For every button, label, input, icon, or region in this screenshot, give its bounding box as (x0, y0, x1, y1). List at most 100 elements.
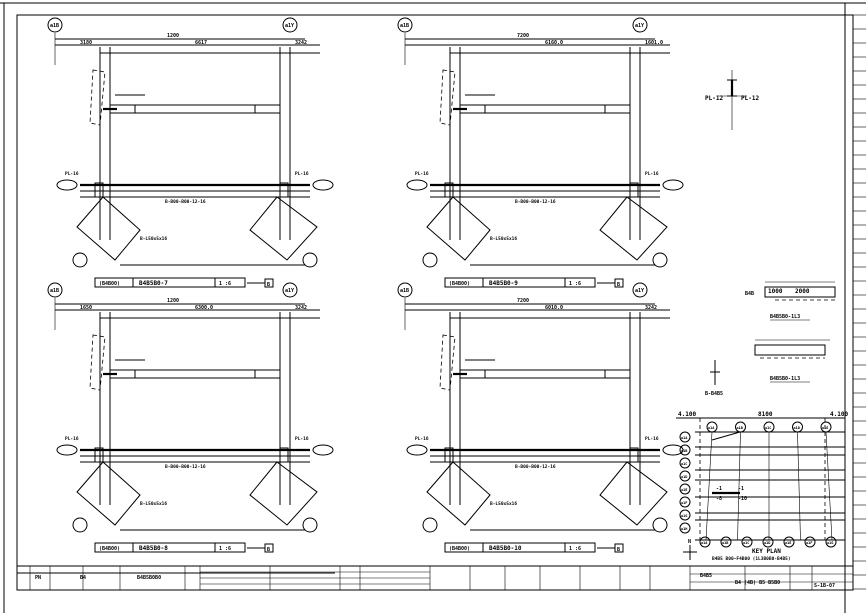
axis-label: a1E (681, 488, 687, 492)
axis-bubble (825, 536, 837, 548)
axis-label: a1F (681, 501, 687, 505)
plate-label: PL-16 (645, 171, 659, 177)
key-plan-mark: -1 (716, 486, 722, 492)
dimension-text: 3242 (295, 305, 307, 311)
north-arrow: N (683, 539, 697, 560)
axis-bubble (422, 252, 438, 268)
plate-label: PL-16 (295, 171, 309, 177)
axis-label: a1E (785, 541, 791, 545)
ref-label: B (267, 282, 270, 288)
splice-plate (444, 182, 454, 198)
dimension-text: 6160.0 (545, 40, 563, 46)
axis-bubble (679, 457, 691, 469)
axis-bubble (302, 517, 318, 533)
brace-note: B-L50x5x16 (140, 236, 167, 242)
brace-outline (89, 334, 106, 391)
axis-label: a1B (722, 541, 728, 545)
section-mark (662, 444, 684, 456)
ref-label: B (617, 547, 620, 553)
plate-label: PL-16 (415, 171, 429, 177)
panel-title-box (94, 542, 246, 553)
beam-note: B-B00-B00-12-16 (515, 199, 556, 205)
splice-plate (279, 447, 289, 463)
axis-bubble (282, 17, 298, 33)
axis-label: a1C (765, 426, 771, 430)
key-plan-note: B4B5 B00~F4B00 (1L3B0B0-B4B5) (712, 556, 791, 562)
axis-label: a1B (737, 426, 743, 430)
axis-label: a1G (681, 514, 687, 518)
axis-label: a1B (50, 288, 59, 294)
key-plan-mark: -1 (738, 486, 744, 492)
panel-tag: (B4B00) (99, 546, 120, 552)
dimension-text: 1200 (167, 298, 179, 304)
dimension-text: 3180 (80, 40, 92, 46)
key-plan-title: KEY PLAN (752, 548, 781, 555)
axis-bubble (422, 517, 438, 533)
axis-bubble (679, 470, 691, 482)
project-name: B4B5 (700, 573, 712, 579)
key-plan: 4.100 8100 4.100 KEY PLAN B4B5 B00~F4B00… (676, 411, 848, 562)
brace-gusset (426, 196, 491, 261)
key-plan-dim: 4.100 (830, 411, 848, 418)
splice-plate (629, 182, 639, 198)
dim-label: 1000 (768, 288, 783, 295)
i-beam-detail: PL-12 PL-12 (705, 70, 759, 130)
key-plan-dim: 8100 (758, 411, 773, 418)
axis-bubble (804, 536, 816, 548)
axis-label: a1Y (635, 288, 644, 294)
ref-box (264, 543, 274, 553)
section-mark (312, 444, 334, 456)
plate-label: PL-12 (705, 95, 723, 102)
axis-label: a1A (701, 541, 708, 545)
brace-gusset (249, 196, 318, 261)
ref-box (614, 278, 624, 288)
axis-bubble (783, 536, 795, 548)
brace-gusset (249, 461, 318, 526)
axis-label: a1B (400, 23, 409, 29)
panel-code: B4B5B0-8 (139, 545, 168, 552)
brace-gusset (599, 196, 668, 261)
grid-line (737, 431, 741, 541)
beam-note: B-B00-B00-12-16 (515, 464, 556, 470)
section-mark (662, 179, 684, 191)
brace-gusset (426, 461, 491, 526)
dimension-text: 3242 (295, 40, 307, 46)
axis-label: a1D (681, 475, 687, 479)
section-mark (406, 444, 428, 456)
axis-bubble (72, 252, 88, 268)
axis-bubble (679, 431, 691, 443)
axis-label: a1G (827, 541, 833, 545)
axis-bubble (720, 536, 732, 548)
axis-bubble (47, 17, 63, 33)
splice-plate (94, 447, 104, 463)
detail-mark: B4B (745, 291, 754, 297)
dimension-text: 1650 (80, 305, 92, 311)
axis-label: a1A (681, 436, 688, 440)
brace-outline (89, 69, 106, 126)
panel-scale: 1 :6 (219, 546, 231, 552)
axis-label: a1D (764, 541, 770, 545)
axis-bubble (652, 517, 668, 533)
dim-label: 2000 (795, 288, 810, 295)
axis-bubble (679, 496, 691, 508)
plate-label: PL-16 (295, 436, 309, 442)
sheet-number: S-1B-07 (814, 583, 835, 589)
plate-label: PL-12 (741, 95, 759, 102)
brace-note: B-L50x5x16 (490, 501, 517, 507)
detail-caption: B4B5B0-1L3 (770, 314, 800, 320)
panel-tag: (B4B00) (449, 281, 470, 287)
section-detail-1: 1000 2000 B4B B4B5B0-1L3 (745, 281, 836, 321)
ref-label: B (267, 547, 270, 553)
key-plan-mark: -10 (738, 496, 747, 502)
dimension-text: 1601.0 (645, 40, 663, 46)
section-mark (56, 444, 78, 456)
splice-plate (279, 182, 289, 198)
axis-bubble (47, 282, 63, 298)
axis-label: a1D (794, 426, 800, 430)
dimension-text: 6010.0 (545, 305, 563, 311)
title-block: PN B4 B4B5B0B0 B4B5 B4 (4B) B5 B5B0 S-1B… (17, 565, 853, 590)
panel-tag: (B4B00) (449, 546, 470, 552)
